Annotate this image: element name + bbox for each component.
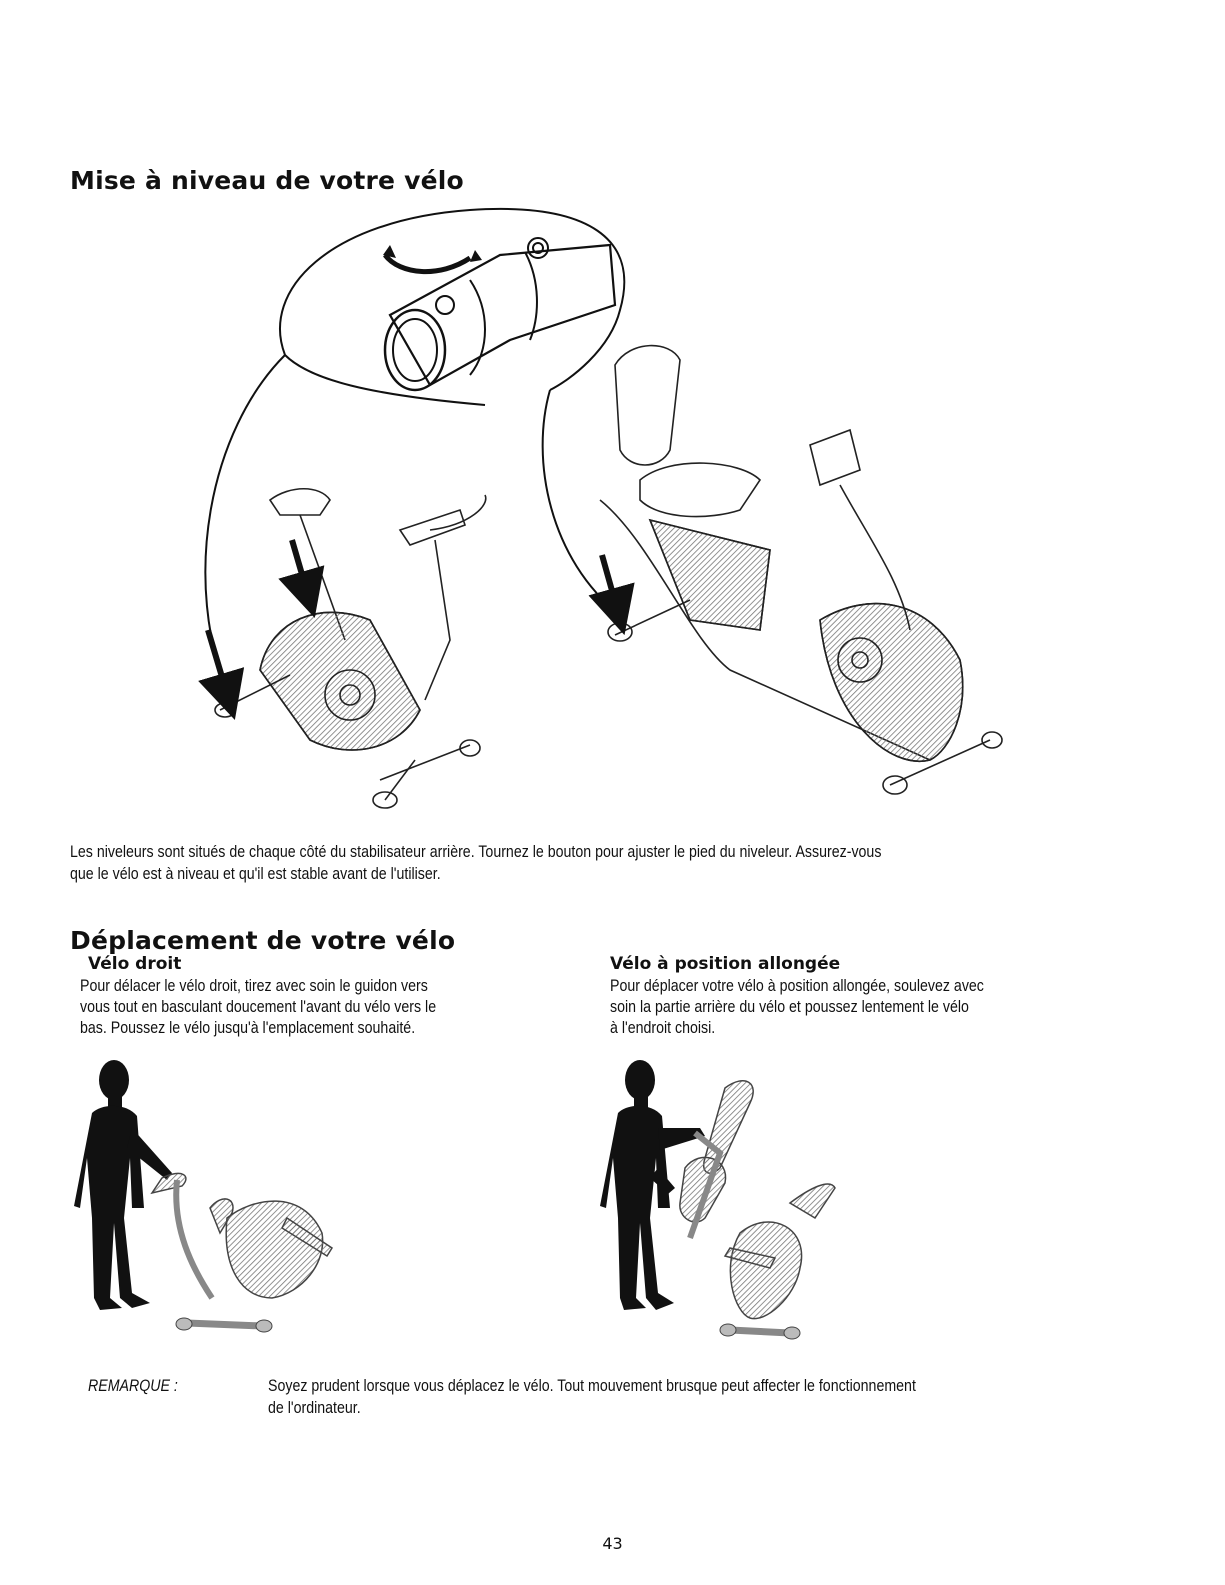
moving-recumbent-illustration — [600, 1060, 836, 1340]
recumbent-title: Vélo à position allongée — [610, 954, 841, 974]
note-text-line-1: Soyez prudent lorsque vous déplacez le v… — [268, 1377, 916, 1395]
tilted-upright-bike — [150, 1172, 334, 1333]
leveling-text-line-2: que le vélo est à niveau et qu'il est st… — [70, 865, 441, 883]
recumbent-text-line-3: à l'endroit choisi. — [610, 1019, 716, 1037]
leveling-text-line-1: Les niveleurs sont situés de chaque côté… — [70, 843, 882, 861]
note-label: REMARQUE : — [88, 1377, 178, 1395]
moving-upright-figure — [72, 1058, 352, 1343]
moving-title: Déplacement de votre vélo — [70, 926, 456, 955]
recumbent-text-line-1: Pour déplacer votre vélo à position allo… — [610, 977, 984, 995]
note-text-line-2: de l'ordinateur. — [268, 1399, 361, 1417]
upright-title: Vélo droit — [88, 954, 182, 974]
recumbent-bike-drawing — [599, 344, 1003, 795]
tilted-recumbent-bike — [679, 1080, 836, 1340]
upright-text-line-2: vous tout en basculant doucement l'avant… — [80, 998, 437, 1016]
upright-text-line-1: Pour délacer le vélo droit, tirez avec s… — [80, 977, 428, 995]
leveling-title: Mise à niveau de votre vélo — [70, 166, 464, 195]
recumbent-text-line-2: soin la partie arrière du vélo et pousse… — [610, 998, 969, 1016]
moving-upright-illustration — [74, 1060, 334, 1333]
page-number: 43 — [602, 1534, 623, 1553]
upright-bike-drawing — [214, 488, 487, 809]
person-silhouette — [74, 1060, 172, 1310]
zoom-callout — [204, 208, 626, 701]
upright-text-line-3: bas. Poussez le vélo jusqu'à l'emplaceme… — [80, 1019, 416, 1037]
person-silhouette — [600, 1060, 705, 1310]
leveling-figure — [170, 200, 1040, 820]
moving-recumbent-figure — [600, 1058, 860, 1343]
leveling-illustration — [198, 208, 1003, 809]
